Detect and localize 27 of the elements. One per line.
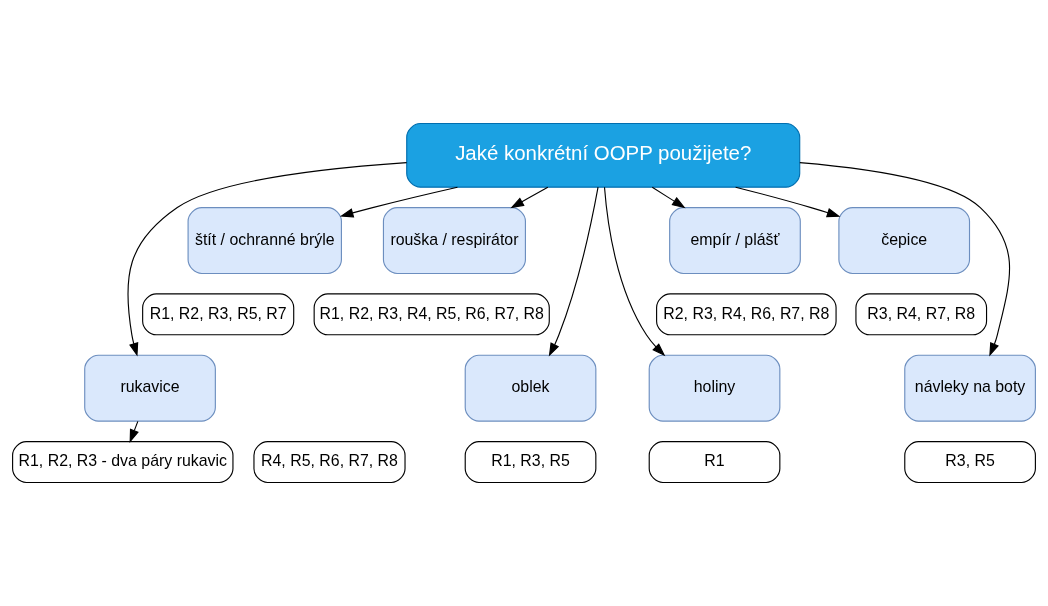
node-box: Jaké konkrétní OOPP použijete? [406,122,801,188]
node-box: oblek [464,354,597,422]
node-box: R2, R3, R4, R6, R7, R8 [656,293,837,336]
node-box: rukavice [84,354,216,422]
node-box: empír / plášť [669,207,801,275]
node-box: čepice [838,207,971,275]
arrow [339,186,458,218]
node-box: návleky na boty [904,354,1036,422]
node-box: R3, R5 [904,441,1036,484]
arrow [735,186,841,218]
arrow [129,420,139,444]
node-box: rouška / respirátor [382,207,526,275]
node-box: štít / ochranné brýle [187,207,342,275]
arrow [603,186,666,357]
arrow [127,162,408,357]
arrow [510,186,549,209]
node-box: R4, R5, R6, R7, R8 [253,441,406,484]
node-box: R1, R2, R3, R5, R7 [142,293,295,336]
arrow [651,186,686,209]
node-box: R1, R3, R5 [464,441,597,484]
node-box: R3, R4, R7, R8 [855,293,988,336]
arrow [548,186,599,357]
node-box: R1, R2, R3 - dva páry rukavic [12,441,234,484]
arrow [799,162,1011,357]
node-box: R1 [648,441,781,484]
node-box: R1, R2, R3, R4, R5, R6, R7, R8 [313,293,550,336]
node-box: holiny [648,354,781,422]
